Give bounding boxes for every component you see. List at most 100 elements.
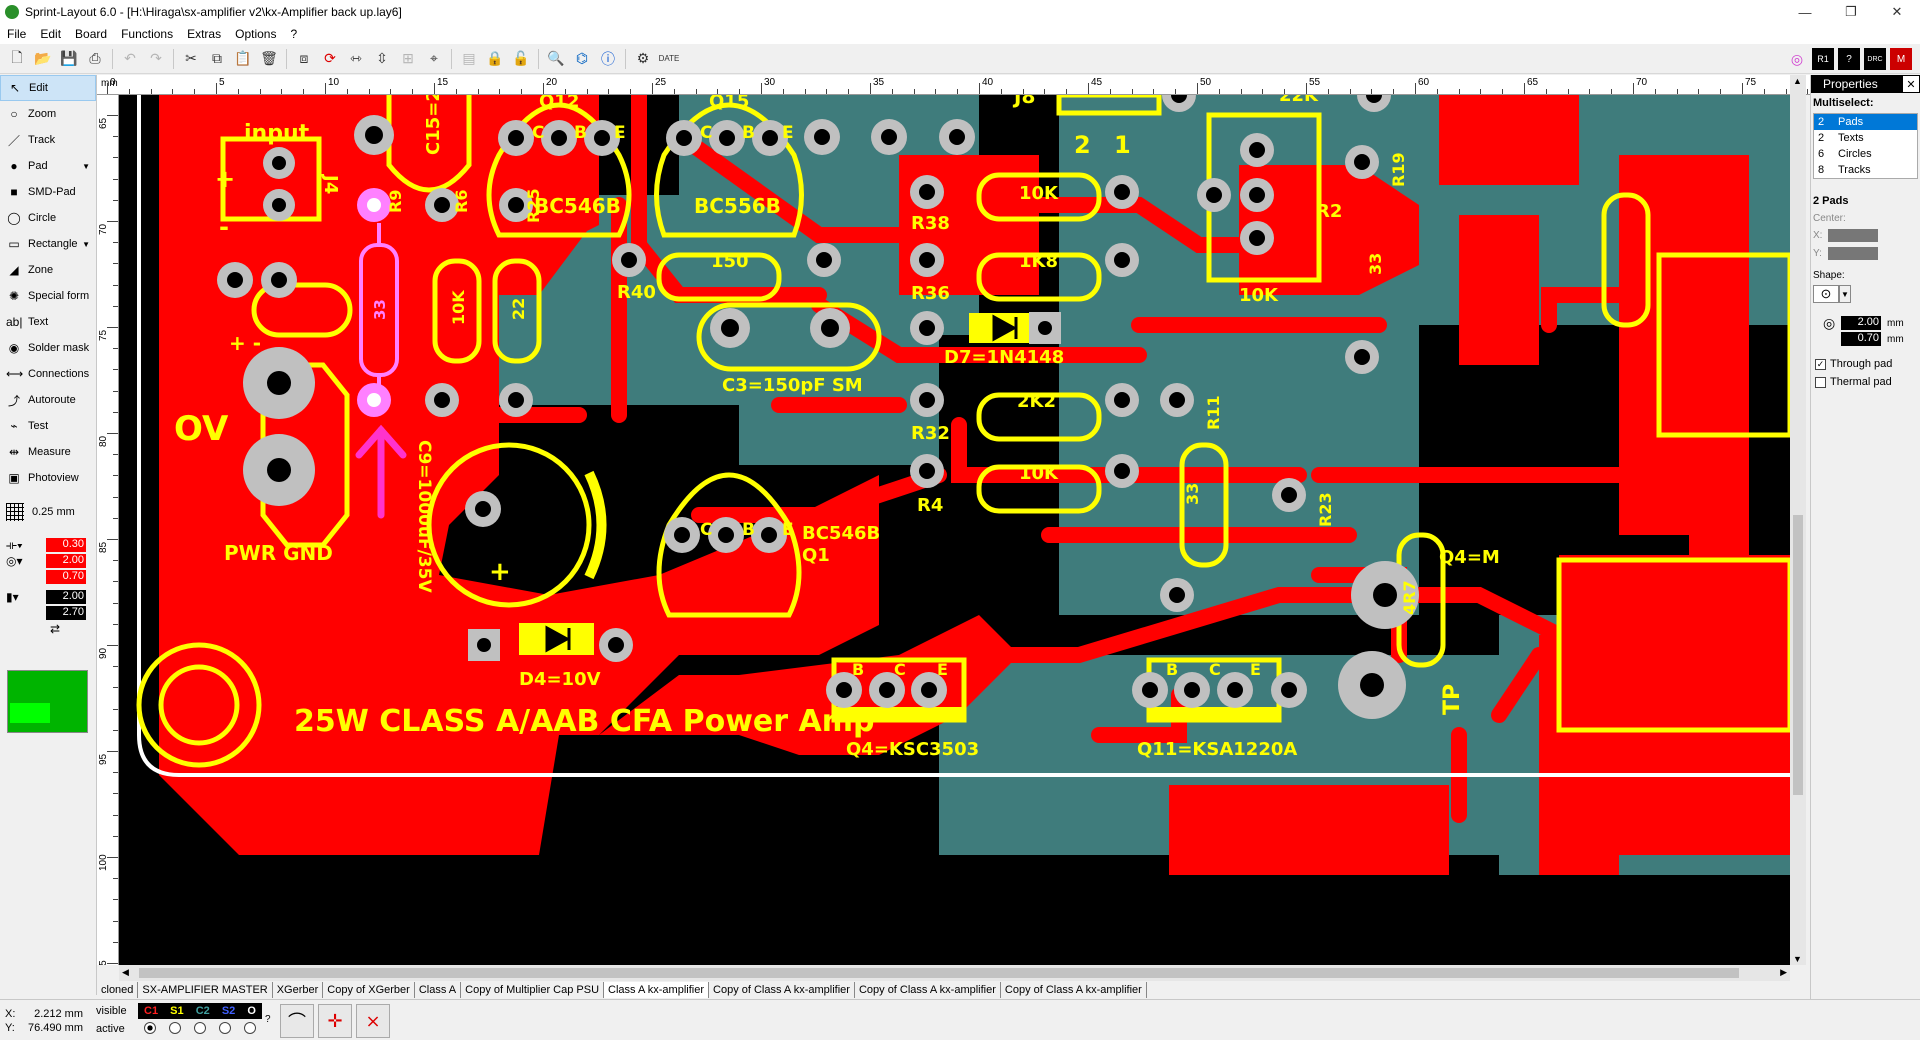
tool-solder-mask[interactable]: ◉Solder mask xyxy=(0,335,96,361)
board-tab[interactable]: Copy of Class A kx-amplifier xyxy=(855,982,1001,998)
menu-file[interactable]: File xyxy=(7,27,27,41)
minimize-button[interactable]: — xyxy=(1798,4,1812,20)
tool-pad[interactable]: ●Pad▼ xyxy=(0,153,96,179)
help-button[interactable]: ? xyxy=(1838,48,1860,70)
thermal-pad-checkbox[interactable]: Thermal pad xyxy=(1811,373,1920,391)
date-icon[interactable]: DATE xyxy=(658,54,680,63)
layer-toggle-c2[interactable]: C2 xyxy=(195,1005,210,1017)
open-file-icon[interactable]: 📂 xyxy=(34,50,52,66)
tool-special-form[interactable]: ✺Special form xyxy=(0,283,96,309)
active-layer-o-radio[interactable] xyxy=(243,1022,256,1034)
board-tab[interactable]: SX-AMPLIFIER MASTER xyxy=(138,982,273,998)
cut-icon[interactable]: ✂ xyxy=(185,50,197,66)
new-file-icon[interactable]: 🗋 xyxy=(11,48,23,65)
grid-selector[interactable]: 0.25 mm xyxy=(0,497,96,527)
active-layer-s1-radio[interactable] xyxy=(169,1022,182,1034)
board-tab[interactable]: Copy of Multiplier Cap PSU xyxy=(461,982,605,998)
pad-outer-value[interactable]: 2.00 xyxy=(46,554,86,568)
active-layer-s2-radio[interactable] xyxy=(218,1022,231,1034)
tool-track[interactable]: ／Track xyxy=(0,127,96,153)
tool-smd-pad[interactable]: ■SMD-Pad xyxy=(0,179,96,205)
redo-icon[interactable]: ↷ xyxy=(150,50,162,66)
restore-button[interactable]: ❐ xyxy=(1845,4,1857,19)
tool-circle[interactable]: ◯Circle xyxy=(0,205,96,231)
scroll-up-icon[interactable]: ▲ xyxy=(1793,76,1802,86)
m-button[interactable]: M xyxy=(1890,48,1912,70)
properties-close-button[interactable]: ✕ xyxy=(1903,76,1919,92)
through-pad-checkbox[interactable]: ✓Through pad xyxy=(1815,358,1893,370)
connections-icon[interactable]: ⌬ xyxy=(575,50,589,66)
layer-help[interactable]: ? xyxy=(265,1014,271,1025)
scroll-down-icon[interactable]: ▼ xyxy=(1793,954,1802,964)
swap-icon[interactable]: ⇄ xyxy=(50,622,61,636)
tool-zoom[interactable]: ○Zoom xyxy=(0,101,96,127)
component-icon[interactable]: ⚙ xyxy=(636,50,650,66)
group-icon[interactable]: ▤ xyxy=(462,50,476,66)
menu-extras[interactable]: Extras xyxy=(187,27,222,41)
r1-button[interactable]: R1 xyxy=(1812,48,1834,70)
board-tab[interactable]: cloned xyxy=(97,982,139,998)
photo-icon[interactable]: ◎ xyxy=(1790,50,1804,67)
active-layer-c2-radio[interactable] xyxy=(193,1022,206,1034)
rotate-icon[interactable]: ⟳ xyxy=(324,50,336,66)
track-width-value[interactable]: 0.30 xyxy=(46,538,86,552)
vertical-scroll-thumb[interactable] xyxy=(1793,515,1803,795)
board-tab[interactable]: XGerber xyxy=(273,982,324,998)
undo-icon[interactable]: ↶ xyxy=(124,50,136,66)
menu-options[interactable]: Options xyxy=(235,27,277,41)
board-tab[interactable]: Class A xyxy=(415,982,462,998)
horizontal-scrollbar[interactable]: ◀ ▶ xyxy=(119,965,1790,981)
menu-edit[interactable]: Edit xyxy=(40,27,62,41)
active-layer-c1-radio[interactable] xyxy=(144,1022,157,1034)
mirror-horizontal-icon[interactable]: ⇿ xyxy=(350,50,362,66)
info-icon[interactable]: ⓘ xyxy=(601,50,615,67)
board-tab[interactable]: Copy of Class A kx-amplifier xyxy=(1001,982,1147,998)
tool-connections[interactable]: ⟷Connections xyxy=(0,361,96,387)
duplicate-icon[interactable]: ⧈ xyxy=(299,50,309,66)
copy-icon[interactable]: ⧉ xyxy=(212,50,222,66)
pcb-canvas[interactable]: input + - J4 + - OV PWR GND C15=27 Q12 B… xyxy=(119,95,1790,965)
save-icon[interactable]: 💾 xyxy=(60,50,78,66)
drc-button[interactable]: DRC xyxy=(1864,48,1886,70)
smd-height-value[interactable]: 2.70 xyxy=(46,606,86,620)
board-tab[interactable]: Copy of XGerber xyxy=(323,982,415,998)
menu-board[interactable]: Board xyxy=(75,27,108,41)
outer-diameter-field[interactable]: 2.00 xyxy=(1841,316,1881,330)
chevron-down-icon[interactable]: ▼ xyxy=(82,239,90,249)
connections-off-icon[interactable]: ⨯ xyxy=(356,1004,390,1038)
zoom-icon[interactable]: 🔍 xyxy=(547,50,565,66)
horizontal-scroll-thumb[interactable] xyxy=(139,968,1739,978)
layer-toggle-s1[interactable]: S1 xyxy=(170,1005,184,1017)
tool-measure[interactable]: ⇹Measure xyxy=(0,439,96,465)
delete-icon[interactable]: 🗑 xyxy=(260,50,278,66)
pad-inner-value[interactable]: 0.70 xyxy=(46,570,86,584)
rubberband-icon[interactable]: ⌒ xyxy=(280,1004,314,1038)
tool-autoroute[interactable]: ⤴Autoroute xyxy=(0,387,96,413)
close-button[interactable]: ✕ xyxy=(1891,4,1903,19)
tool-text[interactable]: ab|Text xyxy=(0,309,96,335)
menu-help[interactable]: ? xyxy=(290,27,298,41)
tool-rectangle[interactable]: ▭Rectangle▼ xyxy=(0,231,96,257)
align-icon[interactable]: ⊞ xyxy=(402,50,414,66)
scroll-right-icon[interactable]: ▶ xyxy=(1780,967,1787,977)
print-icon[interactable]: ⎙ xyxy=(89,50,101,66)
layer-toggle-c1[interactable]: C1 xyxy=(144,1005,159,1017)
tool-test[interactable]: ⌁Test xyxy=(0,413,96,439)
paste-icon[interactable]: 📋 xyxy=(234,50,252,66)
scroll-left-icon[interactable]: ◀ xyxy=(122,967,129,977)
board-tab[interactable]: Copy of Class A kx-amplifier xyxy=(709,982,855,998)
shape-selector[interactable]: ⊙ ▼ xyxy=(1813,285,1918,303)
layer-toggle-s2[interactable]: S2 xyxy=(221,1005,236,1017)
vertical-scrollbar[interactable]: ▲ ▼ xyxy=(1790,75,1806,965)
snap-icon[interactable]: ⌖ xyxy=(430,50,438,66)
inner-diameter-field[interactable]: 0.70 xyxy=(1841,332,1881,346)
layer-toggle-o[interactable]: O xyxy=(247,1005,256,1017)
menu-functions[interactable]: Functions xyxy=(121,27,174,41)
lock-icon[interactable]: 🔒 xyxy=(486,50,504,66)
mirror-vertical-icon[interactable]: ⇳ xyxy=(376,50,388,66)
tool-edit[interactable]: ↖Edit xyxy=(0,75,96,101)
